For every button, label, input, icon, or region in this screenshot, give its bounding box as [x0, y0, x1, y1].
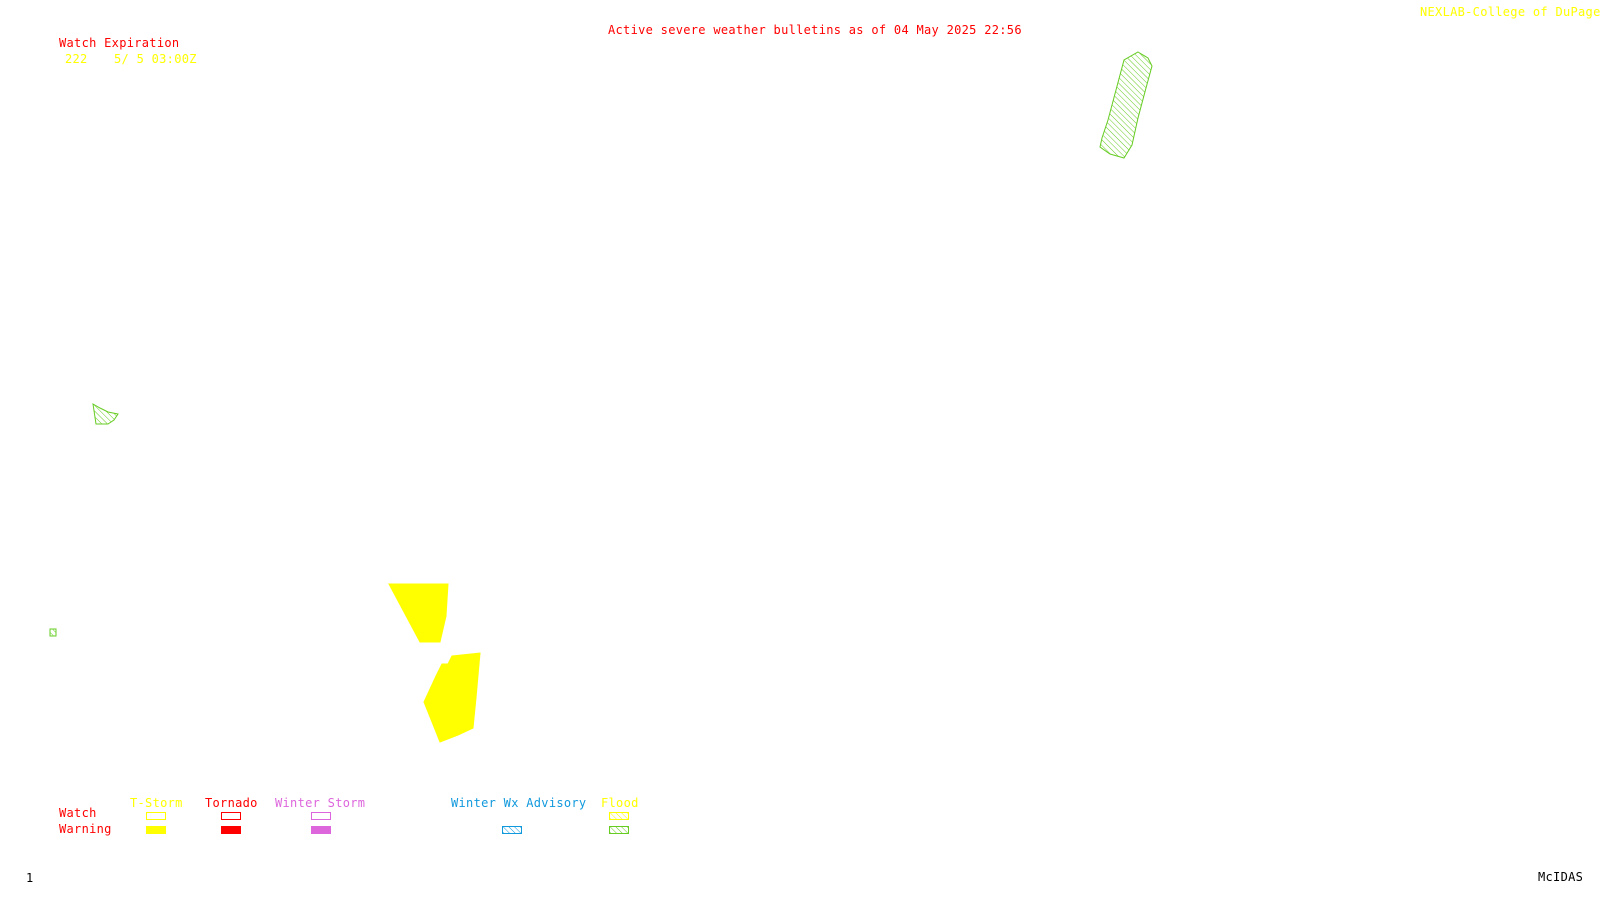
source-credit: NEXLAB-College of DuPage R	[1420, 5, 1600, 19]
software-label: McIDAS	[1538, 870, 1584, 884]
flood-warning-small	[49, 628, 57, 637]
tstorm-warning-south	[423, 652, 481, 743]
legend-tstorm-warning-swatch	[146, 826, 166, 834]
legend-label-winter-storm: Winter Storm	[275, 796, 366, 810]
legend-row-warning: Warning	[59, 822, 112, 836]
legend-row-watch: Watch	[59, 806, 97, 820]
tstorm-warning-north	[388, 583, 449, 643]
legend-flood-watch-swatch	[609, 812, 629, 820]
legend-label-flood: Flood	[601, 796, 639, 810]
legend-winter-storm-warning-swatch	[311, 826, 331, 834]
legend-tstorm-watch-swatch	[146, 812, 166, 820]
legend-winter-wx-advisory-swatch	[502, 826, 522, 834]
frame-number: 1	[26, 871, 34, 885]
legend-label-tornado: Tornado	[205, 796, 258, 810]
legend-label-tstorm: T-Storm	[130, 796, 183, 810]
legend-tornado-watch-swatch	[221, 812, 241, 820]
watch-expiration-id: 222	[65, 52, 88, 66]
legend-winter-storm-watch-swatch	[311, 812, 331, 820]
watch-expiration-heading: Watch Expiration	[59, 36, 180, 50]
flood-warning-west	[92, 403, 119, 425]
legend-tornado-warning-swatch	[221, 826, 241, 834]
legend-label-winter-wx-advisory: Winter Wx Advisory	[451, 796, 587, 810]
bulletin-title: Active severe weather bulletins as of 04…	[608, 23, 1022, 37]
flood-warning-northeast	[1099, 51, 1153, 159]
legend-flood-warning-swatch	[609, 826, 629, 834]
watch-expiration-time: 5/ 5 03:00Z	[114, 52, 197, 66]
